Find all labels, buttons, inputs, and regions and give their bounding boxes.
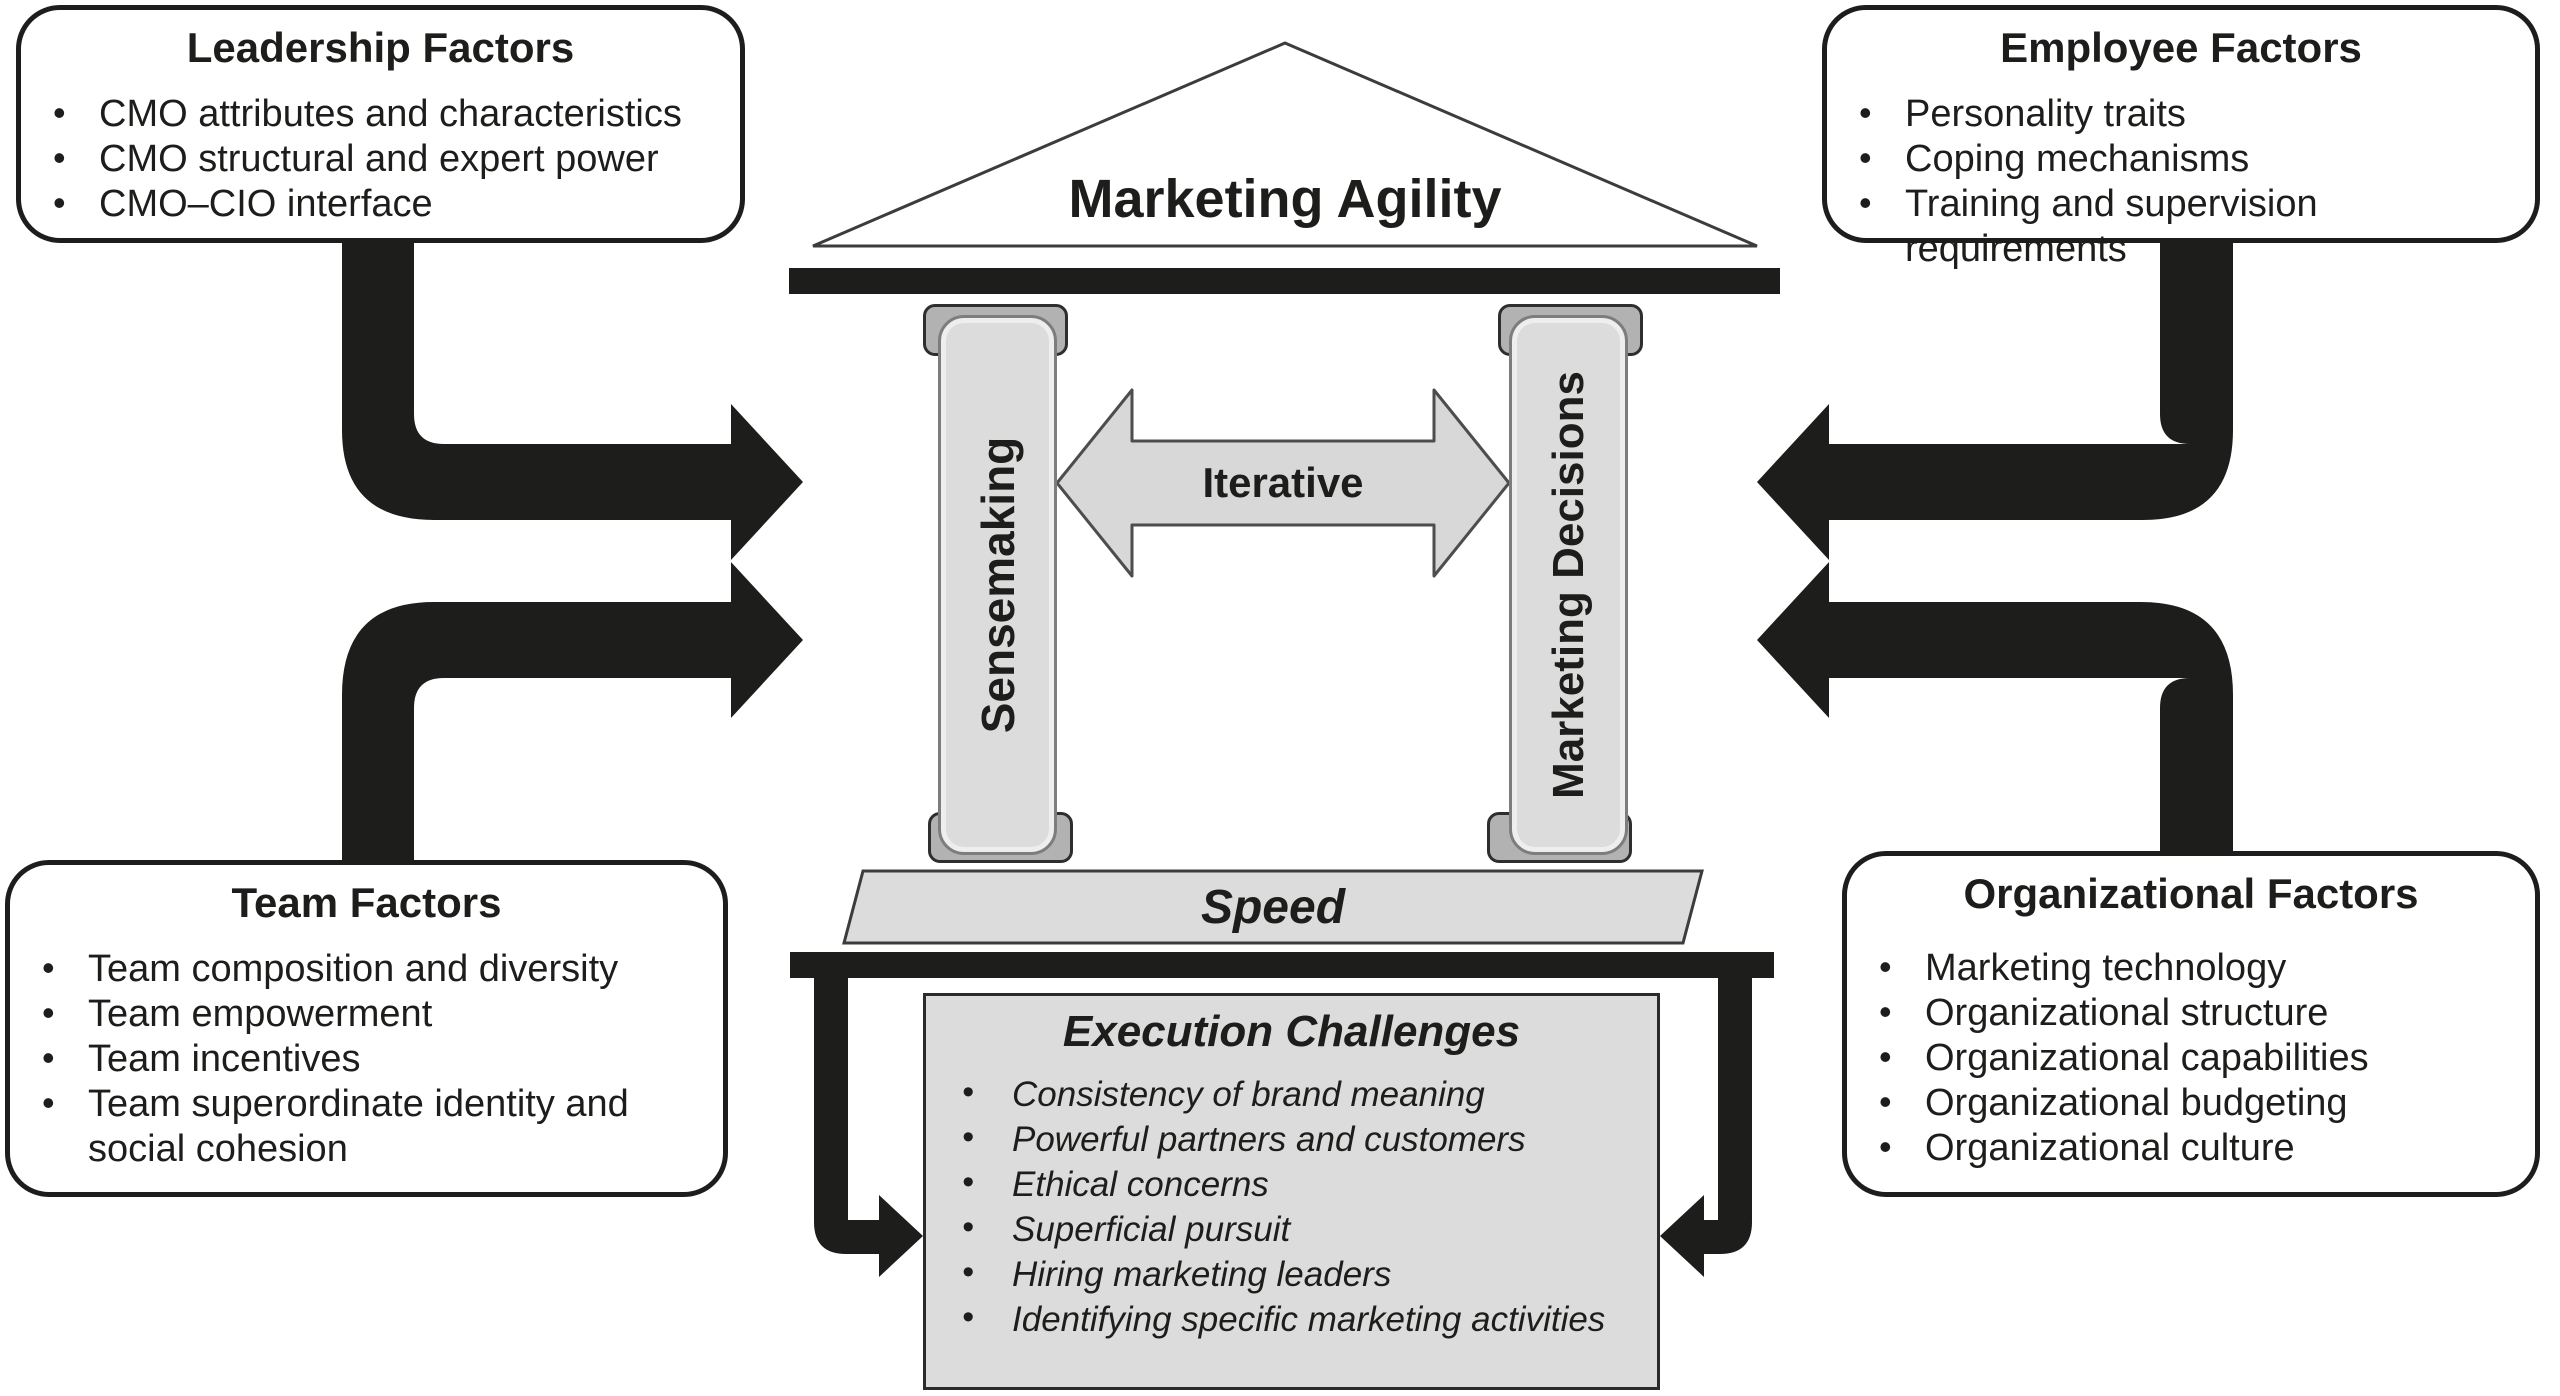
team-factors-title: Team Factors [231, 879, 502, 926]
bullet-item: Hiring marketing leaders [956, 1250, 1651, 1297]
bullet-item: Ethical concerns [956, 1160, 1651, 1207]
bullet-item: Identifying specific marketing activitie… [956, 1295, 1651, 1342]
leadership-factors-box: Leadership Factors CMO attributes and ch… [16, 5, 745, 243]
entablature-beam [789, 268, 1780, 294]
speed-platform [842, 869, 1704, 945]
team-factors-list: Team composition and diversity Team empo… [10, 945, 723, 1172]
roof-title: Marketing Agility [1068, 169, 1502, 229]
execution-challenges-list: Consistency of brand meaning Powerful pa… [926, 1070, 1657, 1342]
organizational-factors-title: Organizational Factors [1963, 870, 2419, 917]
bullet-item: Team superordinate identity and social c… [36, 1080, 715, 1172]
floor-beam [790, 952, 1774, 978]
bullet-item: Coping mechanisms [1853, 135, 2527, 182]
bullet-item: Organizational culture [1873, 1124, 2527, 1171]
bullet-item: CMO structural and expert power [47, 135, 732, 182]
iterative-label: Iterative [1202, 459, 1364, 506]
team-factors-box: Team Factors Team composition and divers… [5, 860, 728, 1197]
bullet-item: Team composition and diversity [36, 945, 715, 992]
speed-label: Speed [1200, 881, 1346, 934]
leadership-arrow [342, 243, 803, 560]
bullet-item: Team incentives [36, 1035, 715, 1082]
bullet-item: CMO–CIO interface [47, 180, 732, 227]
execution-right-arrow [1660, 960, 1752, 1277]
bullet-item: Personality traits [1853, 90, 2527, 137]
organizational-arrow [1757, 562, 2233, 853]
bullet-item: Superficial pursuit [956, 1205, 1651, 1252]
bullet-item: Team empowerment [36, 990, 715, 1037]
marketing-decisions-pillar: Marketing Decisions [1509, 315, 1628, 855]
leadership-factors-title: Leadership Factors [186, 24, 575, 71]
employee-factors-title: Employee Factors [2000, 24, 2362, 71]
bullet-item: Training and supervision requirements [1853, 180, 2527, 272]
leadership-factors-list: CMO attributes and characteristics CMO s… [21, 90, 740, 227]
marketing-decisions-pillar-label: Marketing Decisions [1543, 371, 1593, 799]
sensemaking-pillar: Sensemaking [938, 315, 1057, 855]
bullet-item: Organizational budgeting [1873, 1079, 2527, 1126]
employee-arrow [1757, 243, 2233, 560]
execution-challenges-title: Execution Challenges [1062, 1007, 1521, 1056]
execution-challenges-box: Execution Challenges Consistency of bran… [923, 993, 1660, 1390]
team-arrow [342, 562, 803, 860]
execution-left-arrow [814, 960, 923, 1277]
sensemaking-pillar-label: Sensemaking [971, 436, 1024, 734]
bullet-item: Marketing technology [1873, 944, 2527, 991]
bullet-item: CMO attributes and characteristics [47, 90, 732, 137]
bullet-item: Consistency of brand meaning [956, 1070, 1651, 1117]
organizational-factors-box: Organizational Factors Marketing technol… [1842, 851, 2540, 1197]
employee-factors-list: Personality traits Coping mechanisms Tra… [1827, 90, 2535, 272]
bullet-item: Organizational structure [1873, 989, 2527, 1036]
roof-triangle [812, 41, 1758, 248]
bullet-item: Organizational capabilities [1873, 1034, 2527, 1081]
organizational-factors-list: Marketing technology Organizational stru… [1847, 944, 2535, 1171]
bullet-item: Powerful partners and customers [956, 1115, 1651, 1162]
employee-factors-box: Employee Factors Personality traits Copi… [1822, 5, 2540, 270]
